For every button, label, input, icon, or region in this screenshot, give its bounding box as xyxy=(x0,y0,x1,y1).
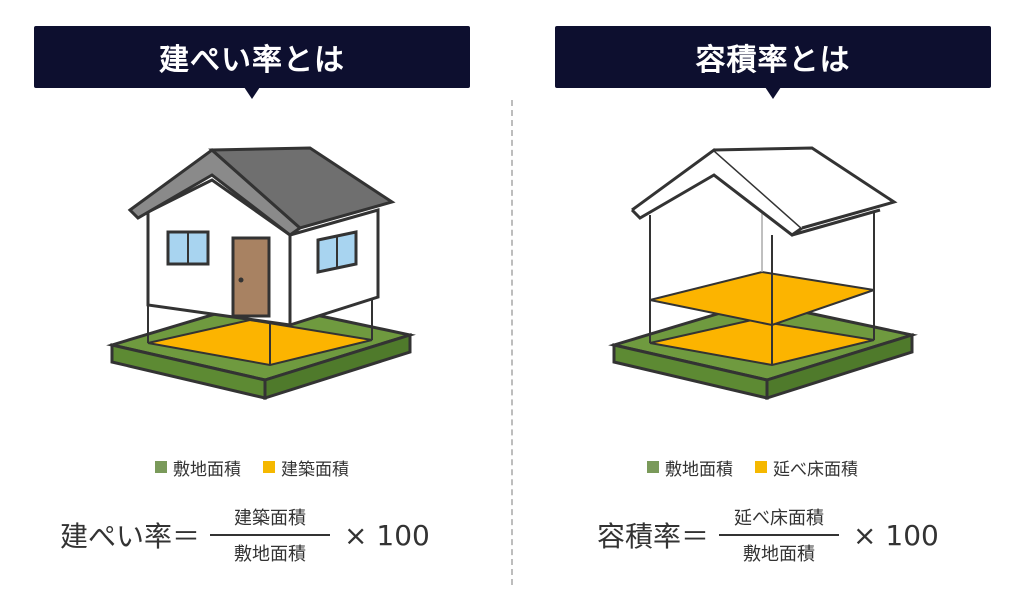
roof-outline-right xyxy=(713,146,898,230)
formula-numerator: 延べ床面積 xyxy=(734,508,825,529)
legend-item-site-area: 敷地面積 xyxy=(647,455,733,480)
floor-area-ratio-panel: 容積率とは 敷地面積 延べ床面積 容積率＝ 延べ床面積 xyxy=(512,0,1024,597)
coverage-formula: 建ぺい率＝ 建築面積 敷地面積 × 100 xyxy=(60,500,430,570)
formula-numerator: 建築面積 xyxy=(234,508,307,529)
legend-label: 敷地面積 xyxy=(173,459,241,480)
fraction-bar xyxy=(210,534,331,536)
legend-label: 敷地面積 xyxy=(665,459,733,480)
legend-label: 延べ床面積 xyxy=(773,459,858,480)
formula-fraction: 延べ床面積 敷地面積 xyxy=(719,504,840,566)
building-coverage-title: 建ぺい率とは xyxy=(34,26,470,99)
formula-lhs: 容積率＝ xyxy=(597,520,710,553)
formula-multiplier: × 100 xyxy=(344,518,430,552)
title-pointer xyxy=(765,87,781,99)
formula-multiplier: × 100 xyxy=(853,518,939,552)
panel-divider xyxy=(511,100,513,585)
legend: 敷地面積 建築面積 xyxy=(155,455,371,480)
building-coverage-panel: 建ぺい率とは 敷地面積 建築面積 xyxy=(34,26,470,570)
legend-swatch-yellow xyxy=(263,461,275,473)
legend-swatch-green xyxy=(155,461,167,473)
legend-item-site-area: 敷地面積 xyxy=(155,455,241,480)
formula-fraction: 建築面積 敷地面積 xyxy=(210,504,331,566)
title-text: 建ぺい率とは xyxy=(159,43,345,78)
title-pointer xyxy=(244,87,260,99)
floor-area-ratio-title: 容積率とは xyxy=(555,26,991,99)
formula-denominator: 敷地面積 xyxy=(234,544,307,565)
formula-denominator: 敷地面積 xyxy=(743,544,816,565)
formula-lhs: 建ぺい率＝ xyxy=(60,520,201,553)
site-area-side-right xyxy=(263,332,412,401)
house-roof-right xyxy=(208,146,396,230)
legend: 敷地面積 延べ床面積 xyxy=(647,455,880,480)
house-wireframe-illustration xyxy=(608,146,918,401)
second-floor-area xyxy=(649,270,875,327)
title-text: 容積率とは xyxy=(695,43,851,78)
far-formula: 容積率＝ 延べ床面積 敷地面積 × 100 xyxy=(597,500,939,570)
legend-swatch-green xyxy=(647,461,659,473)
legend-label: 建築面積 xyxy=(281,459,349,480)
site-area-side-right xyxy=(765,332,914,401)
legend-swatch-yellow xyxy=(755,461,767,473)
legend-item-building-area: 建築面積 xyxy=(263,455,349,480)
door xyxy=(231,236,271,318)
house-illustration xyxy=(106,146,416,401)
legend-item-total-floor-area: 延べ床面積 xyxy=(755,455,858,480)
fraction-bar xyxy=(719,534,840,536)
